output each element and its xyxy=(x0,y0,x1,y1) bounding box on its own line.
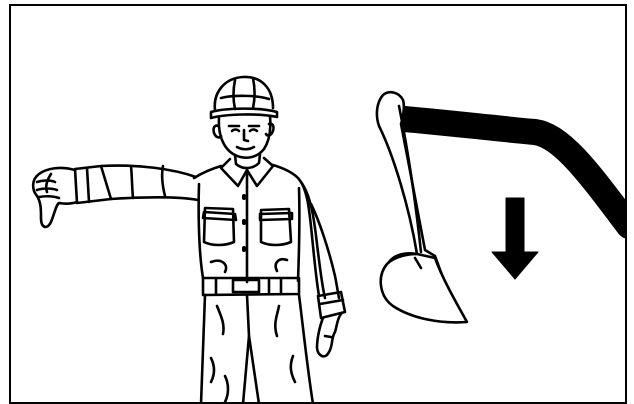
hand-signal-illustration xyxy=(11,6,627,404)
worker-head xyxy=(214,116,274,168)
arrow-down-icon xyxy=(492,198,538,279)
illustration-frame xyxy=(9,4,627,404)
bucket xyxy=(381,254,467,322)
trousers xyxy=(201,295,313,404)
hard-hat xyxy=(211,77,277,118)
worker-figure xyxy=(33,77,345,404)
excavator-arm xyxy=(377,92,627,322)
thumb-down-hand xyxy=(33,168,77,227)
outstretched-arm xyxy=(75,166,198,203)
belt xyxy=(203,278,299,295)
